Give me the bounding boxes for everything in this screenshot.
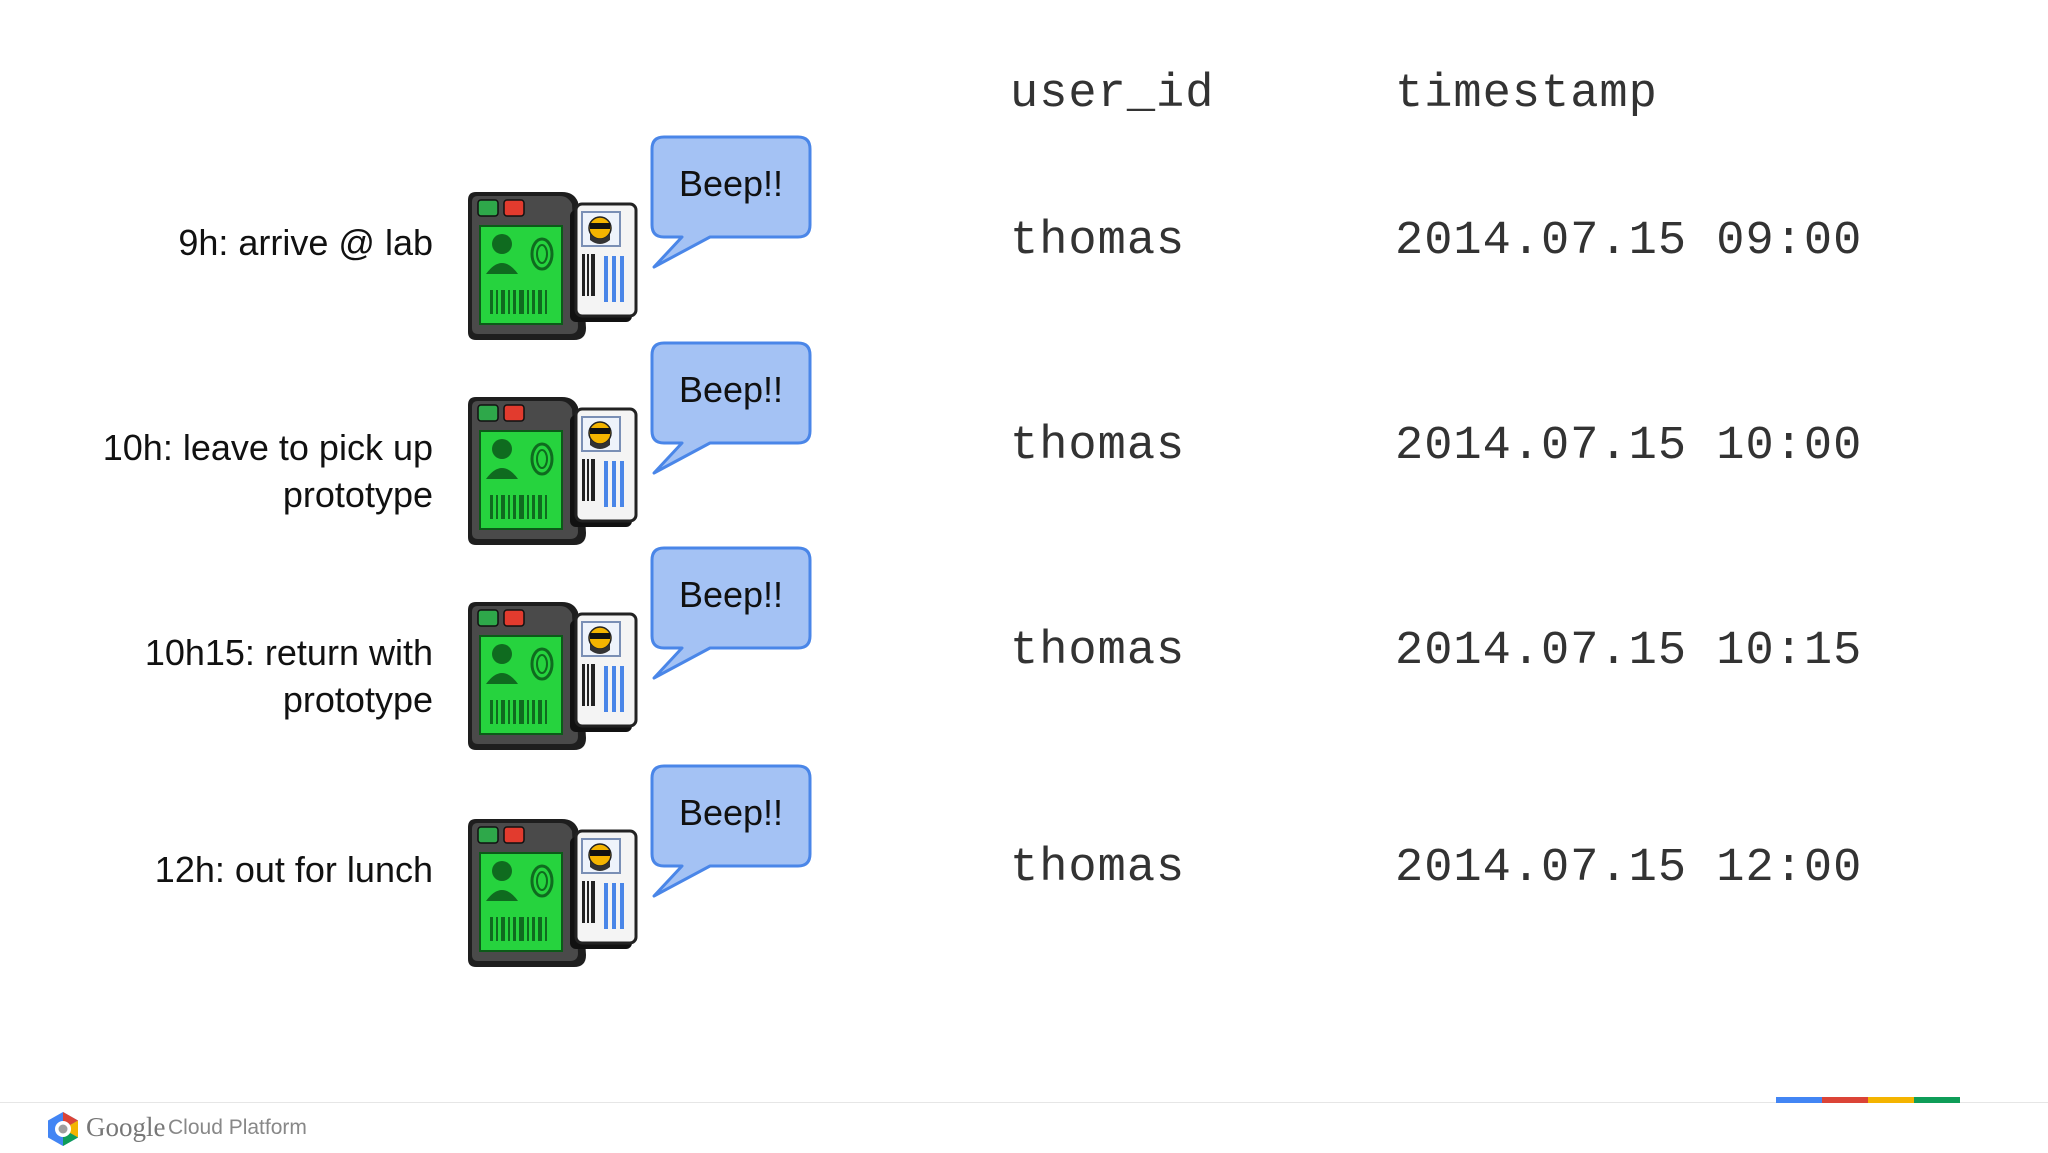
badge-reader-icon — [462, 188, 644, 348]
speech-bubble-icon: Beep!! — [650, 135, 812, 270]
event-label-line: prototype — [282, 679, 433, 720]
event-label: 10h15: return with prototype — [13, 629, 433, 723]
user-id-column-header: user_id — [1010, 68, 1215, 121]
event-label-line: prototype — [282, 474, 433, 515]
footer-brand: Google — [86, 1112, 166, 1142]
event-label-line: 10h15: return with — [144, 632, 433, 673]
beep-text: Beep!! — [678, 369, 784, 410]
speech-bubble-icon: Beep!! — [650, 546, 812, 681]
badge-reader-icon — [462, 598, 644, 758]
event-label: 10h: leave to pick up prototype — [13, 424, 433, 518]
accent-bar-green — [1914, 1097, 1960, 1103]
google-cloud-logo-icon — [44, 1110, 82, 1148]
timestamp-column-header: timestamp — [1395, 68, 1658, 121]
timestamp-cell: 2014.07.15 12:00 — [1395, 842, 1863, 895]
footer-divider — [0, 1102, 2048, 1103]
beep-text: Beep!! — [678, 792, 784, 833]
speech-bubble-icon: Beep!! — [650, 341, 812, 476]
event-label-line: 12h: out for lunch — [154, 849, 433, 890]
user-id-cell: thomas — [1010, 625, 1186, 678]
beep-text: Beep!! — [678, 163, 784, 204]
accent-bar-blue — [1776, 1097, 1822, 1103]
user-id-cell: thomas — [1010, 842, 1186, 895]
event-label-line: 10h: leave to pick up — [102, 427, 433, 468]
user-id-cell: thomas — [1010, 215, 1186, 268]
accent-bar-yellow — [1868, 1097, 1914, 1103]
event-label: 12h: out for lunch — [13, 846, 433, 893]
timestamp-cell: 2014.07.15 10:15 — [1395, 625, 1863, 678]
accent-bar-red — [1822, 1097, 1868, 1103]
beep-text: Beep!! — [678, 574, 784, 615]
timestamp-cell: 2014.07.15 09:00 — [1395, 215, 1863, 268]
user-id-cell: thomas — [1010, 420, 1186, 473]
event-label: 9h: arrive @ lab — [13, 219, 433, 266]
footer-product: Cloud Platform — [168, 1116, 307, 1139]
timestamp-cell: 2014.07.15 10:00 — [1395, 420, 1863, 473]
badge-reader-icon — [462, 393, 644, 553]
event-label-line: 9h: arrive @ lab — [178, 222, 433, 263]
speech-bubble-icon: Beep!! — [650, 764, 812, 899]
badge-reader-icon — [462, 815, 644, 975]
